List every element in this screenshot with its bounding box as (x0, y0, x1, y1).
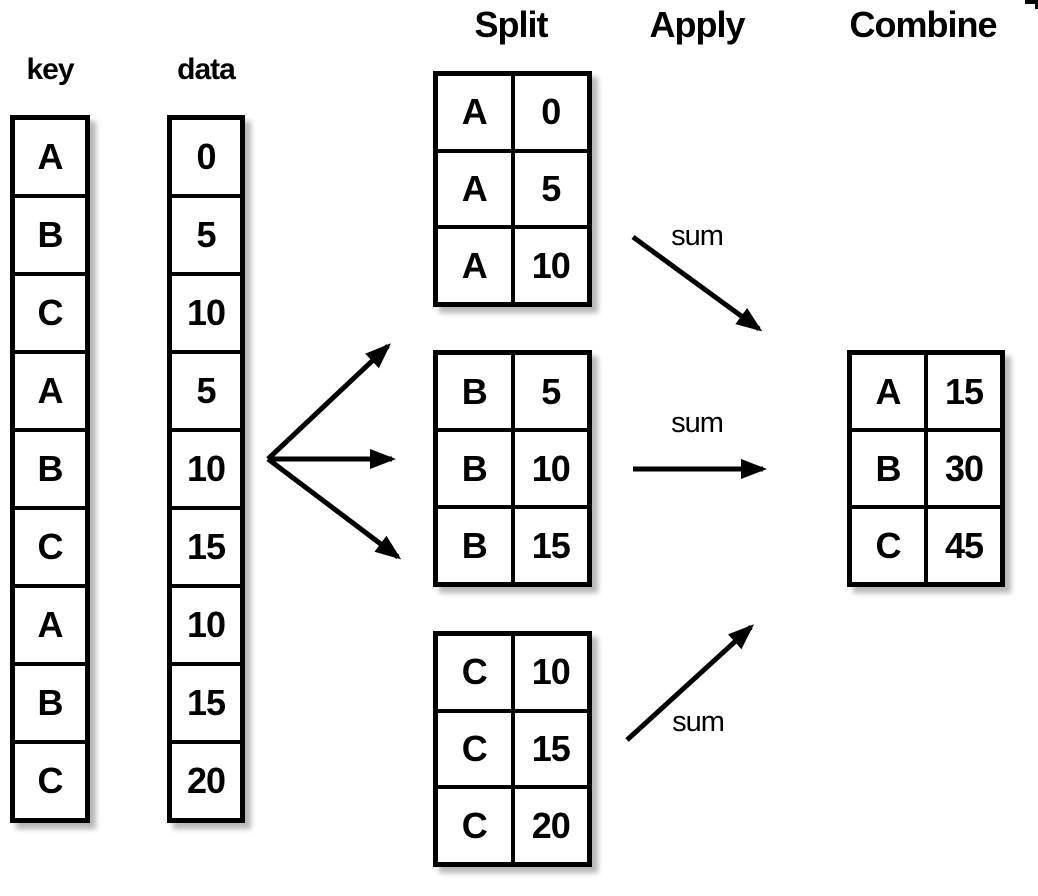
stage-combine-header: Combine (849, 4, 997, 45)
data-cell: 0 (172, 120, 240, 194)
data-cell: 5 (172, 354, 240, 428)
data-cell: 10 (172, 276, 240, 350)
group-a-key: A (438, 229, 511, 302)
sum-label-group-c: sum (672, 705, 725, 738)
group-b-key: B (438, 509, 511, 582)
key-cell: C (15, 510, 85, 584)
split-arrow-to-group-a (266, 343, 391, 461)
group-a-key: A (438, 76, 511, 149)
group-a-value: 10 (514, 229, 587, 302)
key-cell: A (15, 120, 85, 194)
group-c-key: C (438, 712, 511, 786)
key-cell: B (15, 432, 85, 506)
group-c-value: 15 (514, 712, 587, 786)
split-arrow-to-group-c (266, 457, 402, 560)
group-c-key: C (438, 789, 511, 862)
combine-value: 30 (928, 432, 1000, 505)
group-c-key: C (438, 636, 511, 709)
key-cell: B (15, 666, 85, 740)
combine-value: 45 (928, 509, 1000, 582)
data-cell: 10 (172, 588, 240, 662)
group-a-key: A (438, 152, 511, 226)
data-column: 0 5 10 5 10 15 10 15 20 (167, 115, 245, 823)
stage-apply-header: Apply (649, 4, 745, 45)
group-a-value: 0 (514, 76, 587, 149)
split-table-group-c: C 10 C 15 C 20 (433, 631, 592, 867)
data-cell: 5 (172, 198, 240, 272)
scan-artifact-mark (1025, 0, 1038, 9)
group-b-value: 5 (514, 355, 587, 428)
combine-key: A (852, 355, 924, 428)
key-cell: C (15, 744, 85, 818)
split-table-group-b: B 5 B 10 B 15 (433, 350, 592, 587)
group-a-value: 5 (514, 152, 587, 226)
sum-label-group-b: sum (671, 406, 724, 439)
combine-key: B (852, 432, 924, 505)
group-c-value: 10 (514, 636, 587, 709)
sum-label-group-a: sum (671, 219, 724, 252)
group-b-key: B (438, 355, 511, 428)
combine-table: A 15 B 30 C 45 (847, 350, 1005, 587)
data-column-label: data (177, 53, 236, 86)
group-c-value: 20 (514, 789, 587, 862)
group-b-value: 10 (514, 432, 587, 505)
key-column-label: key (26, 53, 74, 86)
key-cell: C (15, 276, 85, 350)
combine-value: 15 (928, 355, 1000, 428)
key-cell: A (15, 588, 85, 662)
stage-split-header: Split (474, 4, 549, 45)
key-cell: B (15, 198, 85, 272)
data-cell: 15 (172, 510, 240, 584)
group-b-value: 15 (514, 509, 587, 582)
key-cell: A (15, 354, 85, 428)
group-b-key: B (438, 432, 511, 505)
data-cell: 10 (172, 432, 240, 506)
key-column: A B C A B C A B C (10, 115, 90, 823)
split-table-group-a: A 0 A 5 A 10 (433, 71, 592, 307)
combine-key: C (852, 509, 924, 582)
data-cell: 15 (172, 666, 240, 740)
data-cell: 20 (172, 744, 240, 818)
